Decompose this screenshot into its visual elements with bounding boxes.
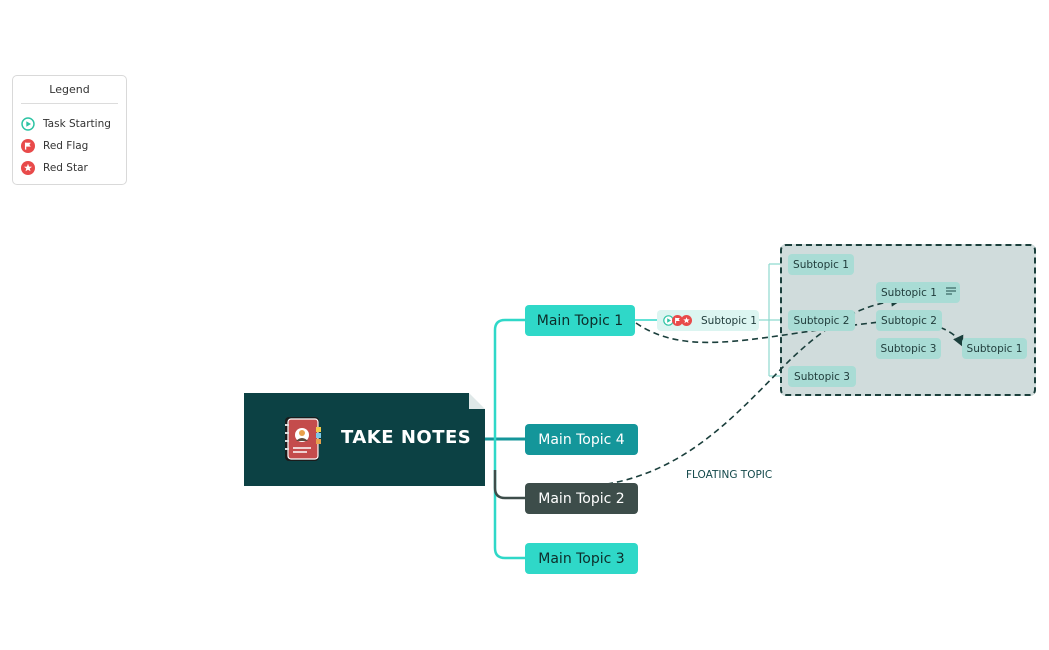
legend-item-label: Red Flag [43, 140, 89, 152]
branch-line-main-topic-2 [493, 470, 525, 500]
notebook-icon [280, 415, 324, 463]
legend-item-red-flag: Red Flag [21, 138, 88, 154]
marker-group [663, 315, 692, 326]
subtopic-label: Subtopic 1 [966, 342, 1023, 355]
main-topic-label: Main Topic 1 [536, 312, 624, 329]
red-flag-icon [672, 315, 683, 326]
subtopic-label: Subtopic 1 [881, 286, 937, 299]
subtopic-label: Subtopic 1 [701, 314, 757, 327]
main-topic-label: Main Topic 4 [538, 431, 625, 448]
legend-item-red-star: Red Star [21, 160, 88, 176]
central-topic[interactable]: TAKE NOTES [244, 393, 485, 486]
red-star-icon [681, 315, 692, 326]
relationship-line-main-topic-2-to-subtopic-1 [606, 295, 903, 485]
main-topic-1[interactable]: Main Topic 1 [525, 305, 635, 336]
legend-item-task-starting: Task Starting [21, 116, 111, 132]
floating-topic[interactable]: FLOATING TOPIC [686, 469, 773, 481]
legend-item-label: Red Star [43, 162, 88, 174]
branch-line-level2 [759, 263, 788, 377]
main-topic-label: Main Topic 3 [538, 550, 625, 567]
branch-line-main-topic-1 [493, 318, 525, 439]
relationship-line-main-topic-1-to-subtopic-1 [635, 320, 964, 348]
subtopic-level2-2[interactable]: Subtopic 2 [788, 310, 855, 331]
legend-item-label: Task Starting [43, 118, 111, 130]
task-starting-icon [21, 117, 35, 131]
main-topic-2[interactable]: Main Topic 2 [525, 483, 638, 514]
subtopic-label: Subtopic 1 [793, 258, 849, 271]
subtopic-level2-3[interactable]: Subtopic 3 [788, 366, 856, 387]
subtopic-1-with-markers[interactable]: Subtopic 1 [657, 310, 759, 331]
subtopic-level3-2[interactable]: Subtopic 2 [876, 310, 942, 331]
red-star-icon [21, 161, 35, 175]
main-topic-label: Main Topic 2 [538, 490, 625, 507]
subtopic-level3-3[interactable]: Subtopic 3 [876, 338, 941, 359]
red-flag-icon [21, 139, 35, 153]
legend-panel[interactable]: Legend Task Starting Red Flag Red Star [12, 75, 127, 185]
notes-icon[interactable] [945, 286, 957, 299]
main-topic-4[interactable]: Main Topic 4 [525, 424, 638, 455]
subtopic-label: Subtopic 3 [794, 370, 850, 383]
main-topic-3[interactable]: Main Topic 3 [525, 543, 638, 574]
subtopic-label: Subtopic 2 [793, 314, 850, 327]
subtopic-label: Subtopic 3 [880, 342, 937, 355]
legend-title: Legend [21, 83, 118, 104]
central-topic-label: TAKE NOTES [341, 427, 472, 448]
subtopic-level3-1[interactable]: Subtopic 1 [876, 282, 960, 303]
page-fold [469, 393, 485, 409]
subtopic-label: Subtopic 2 [881, 314, 937, 327]
branch-line-main-topic-3 [493, 439, 525, 560]
subtopic-level4-1[interactable]: Subtopic 1 [962, 338, 1027, 359]
subtopic-level2-1[interactable]: Subtopic 1 [788, 254, 854, 275]
